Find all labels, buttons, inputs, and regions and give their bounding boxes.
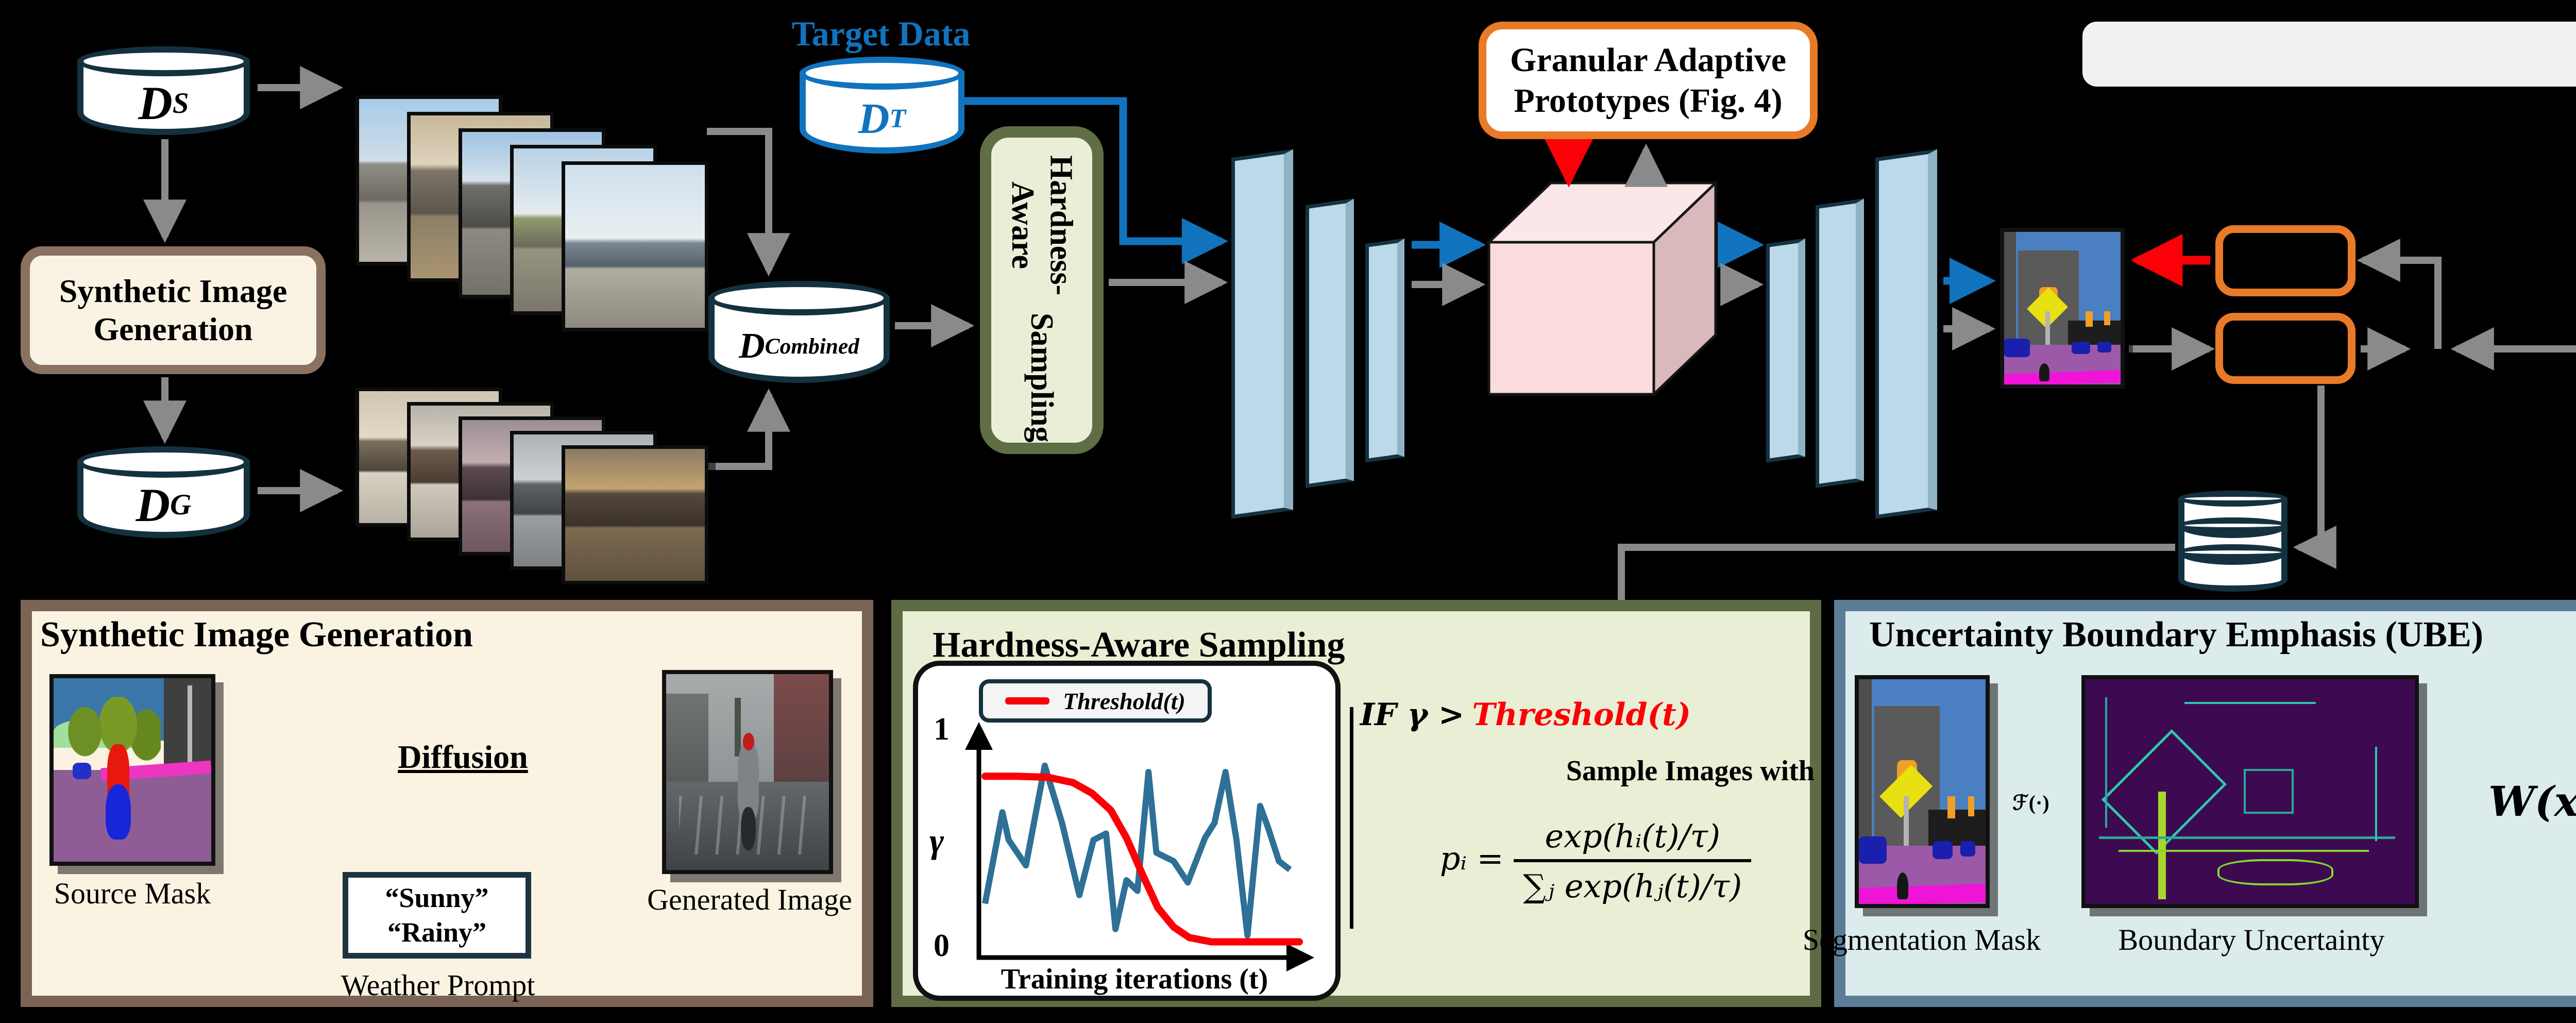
hardness-chart: Threshold(t) 1 γ 0 Training iterations (… (913, 661, 1341, 1001)
chart-legend: Threshold(t) (979, 679, 1212, 723)
ytick-1: 1 (934, 712, 950, 747)
panel-ube-title: Uncertainty Boundary Emphasis (UBE) (1869, 615, 2484, 655)
arrow-box2-to-buffer (2293, 385, 2336, 569)
encoder-block-2 (1306, 198, 1354, 488)
gap-box-line2: Prototypes (Fig. 4) (1514, 82, 1783, 120)
street-photo-adverse (562, 445, 708, 584)
threshold-legend-label: Threshold(t) (1063, 687, 1185, 714)
segmentation-mask-image (1855, 675, 1990, 908)
generated-image-label: Generated Image (647, 883, 852, 916)
generated-image (662, 670, 833, 874)
sig-box-line1: Synthetic Image (59, 273, 287, 310)
cylinder-top (77, 46, 250, 77)
sample-images-text: Sample Images with (1566, 755, 1815, 787)
hardness-aware-sampling-box: Hardness-Aware Sampling (980, 126, 1104, 454)
hardness-chart-plot (965, 722, 1314, 971)
decoder-block-1 (1766, 238, 1805, 463)
buffer-disk-3 (2178, 544, 2287, 592)
formula-denominator: ∑ⱼ exp(hⱼ(t)/τ) (1523, 867, 1742, 905)
threshold-series-line (981, 773, 1303, 946)
f-operator-label: ℱ(·) (2012, 791, 2049, 814)
source-mask-label: Source Mask (54, 877, 211, 910)
prediction-slot-2 (2215, 313, 2355, 384)
weather-prompt-sunny: “Sunny” (385, 882, 489, 913)
prototype-cube-front (1487, 241, 1655, 396)
threshold-line-sample (1005, 697, 1050, 705)
weight-map-label: W(x, y) (2488, 777, 2576, 826)
if-condition-red: Threshold(t) (1472, 697, 1691, 733)
if-condition-black: IF γ > (1360, 697, 1465, 733)
sample-buffer-stack (2178, 491, 2287, 592)
has-box-line2: Sampling (1024, 313, 1060, 443)
has-box-line1: Hardness-Aware (1005, 155, 1079, 296)
if-condition: IF γ > Threshold(t) (1360, 697, 1691, 733)
panel-has-title: Hardness-Aware Sampling (933, 625, 1345, 665)
encoder-block-3 (1365, 238, 1404, 463)
sig-box-line2: Generation (93, 311, 253, 347)
boundary-uncertainty-label: Boundary Uncertainty (2118, 923, 2385, 957)
boundary-uncertainty-image (2081, 675, 2419, 908)
ytick-gamma: γ (929, 821, 944, 860)
weather-prompt-label: Weather Prompt (341, 968, 535, 1002)
panel-sig-title: Synthetic Image Generation (40, 615, 473, 655)
formula-lhs: pᵢ = (1439, 840, 1504, 878)
segmentation-output-image (2000, 228, 2125, 389)
street-photo (562, 161, 708, 331)
decoder-block-3 (1875, 149, 1937, 519)
arrow-stack-bottom-to-dcombined (707, 388, 790, 470)
segmentation-mask-label: Segmentation Mask (1802, 923, 2041, 957)
formula-numerator: exp(hᵢ(t)/τ) (1514, 817, 1752, 862)
ytick-0: 0 (934, 928, 950, 963)
granular-adaptive-prototypes-box: Granular Adaptive Prototypes (Fig. 4) (1479, 22, 1818, 139)
arrow-dt-inference-path (962, 97, 1229, 264)
decoder-block-2 (1816, 198, 1864, 488)
buffer-disk-1 (2178, 491, 2287, 538)
prediction-slot-1 (2215, 225, 2355, 296)
weather-prompt-rainy: “Rainy” (387, 917, 487, 948)
chart-xlabel: Training iterations (t) (1001, 963, 1268, 995)
panel-hardness-aware-sampling: Hardness-Aware Sampling Threshold(t) 1 γ… (891, 600, 1821, 1007)
weather-prompt-box: “Sunny” “Rainy” (343, 872, 531, 959)
diffusion-label: Diffusion (398, 739, 528, 775)
arrow-stack-top-to-dcombined (707, 128, 790, 277)
synthetic-image-generation-box: Synthetic Image Generation (21, 246, 326, 374)
gap-box-line1: Granular Adaptive (1510, 41, 1787, 79)
divider-line (1350, 707, 1353, 929)
formula-fraction: exp(hᵢ(t)/τ) ∑ⱼ exp(hⱼ(t)/τ) (1514, 817, 1752, 905)
legend-box: Train Only Inference (2082, 22, 2576, 87)
source-mask-image (49, 674, 215, 866)
sampling-formula: pᵢ = exp(hᵢ(t)/τ) ∑ⱼ exp(hⱼ(t)/τ) (1377, 817, 1815, 905)
encoder-block-1 (1231, 149, 1293, 519)
gamma-series-line (982, 762, 1292, 939)
target-data-caption: Target Data (791, 14, 971, 53)
arrow-junction-to-box1 (2357, 239, 2442, 349)
